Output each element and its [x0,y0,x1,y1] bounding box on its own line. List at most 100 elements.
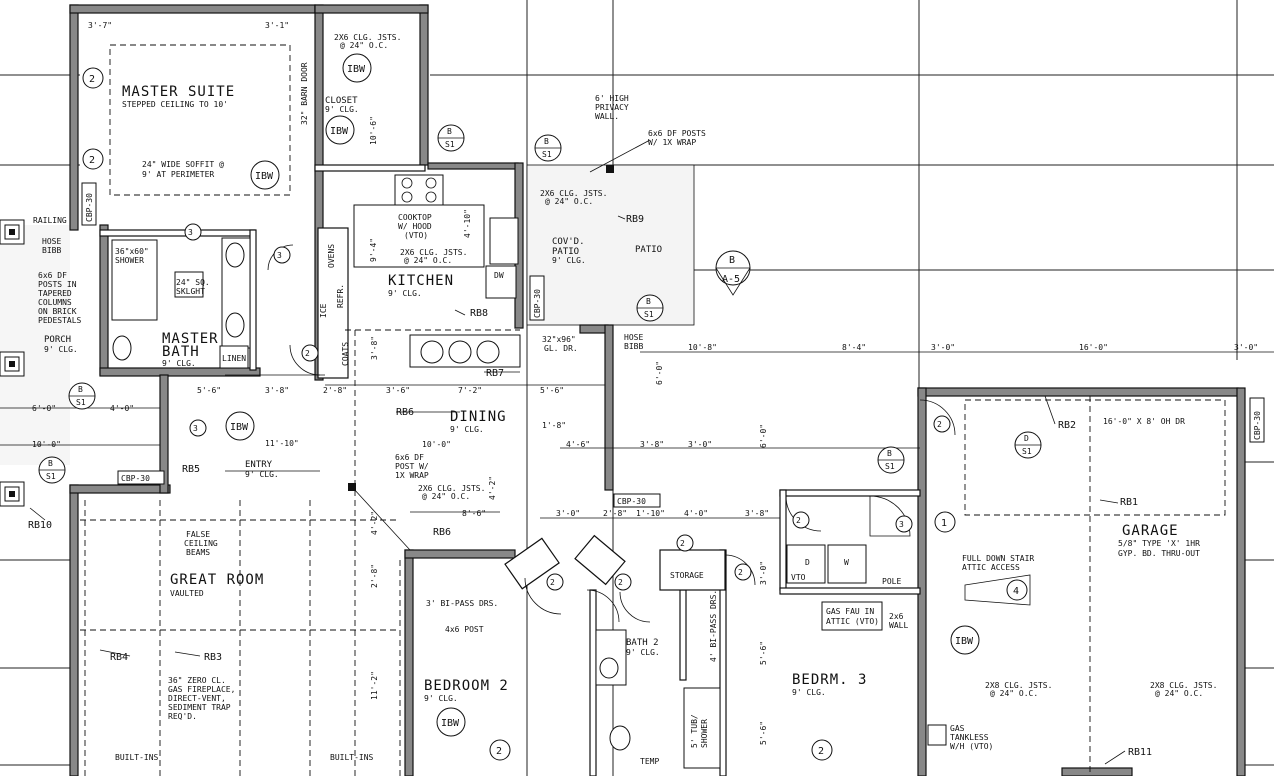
svg-text:3: 3 [188,228,193,237]
svg-text:S1: S1 [542,150,552,159]
dim-label: 16'-0" [1079,343,1108,352]
dim-label: 10'-0" [32,440,61,449]
dim-label: 3'-8" [745,509,769,518]
dim-label: 2'-8" [603,509,627,518]
dim-label: 5'-6" [197,386,221,395]
posts-note: ON BRICK [38,307,77,316]
dim-label: 5'-6" [759,721,768,745]
ibw-tag: IBW [250,160,280,190]
pole-label: POLE [882,577,901,586]
dim-label: 4'-2" [488,476,497,500]
dim-label: 9'-4" [369,238,378,262]
dim-label: 1'-10" [636,509,665,518]
door-tag: 2 [933,415,951,433]
svg-text:S1: S1 [644,310,654,319]
svg-text:3: 3 [899,520,904,529]
dim-label: 3'-0" [1234,343,1258,352]
dining-clg: 9' CLG. [450,425,484,434]
master-bath-title: MASTER [162,331,219,347]
builtins-label: BUILT-INS [330,753,374,762]
ibw-tag: IBW [950,625,980,655]
svg-text:1: 1 [941,518,947,529]
fireplace-note-3: DIRECT-VENT, [168,694,226,703]
svg-text:B: B [48,459,53,468]
vto-label: VTO [791,573,806,582]
closet-clg: 9' CLG. [325,105,359,114]
leader-lines [29,139,1126,765]
svg-text:S1: S1 [46,472,56,481]
ibw-tag: IBW [436,707,466,737]
beam-rb6b: RB6 [433,527,451,538]
wall-type-tag: 2 [82,67,104,89]
garage-note-2: GYP. BD. THRU-OUT [1118,549,1200,558]
tub-label: 5' TUB/ [690,714,699,748]
dim-label: 4'-0" [684,509,708,518]
shower-label: SHOWER [115,256,144,265]
ibw-tag: IBW [342,53,372,83]
entry-clg: 9' CLG. [245,470,279,479]
posts-note: POSTS IN [38,280,77,289]
skylight-label: SKLGHT [176,287,205,296]
cbp-label: CBP-30 [121,474,150,483]
section-marker-b-s1: BS1 [877,446,905,474]
covd-patio-title: COV'D. [552,237,585,247]
door-tag: 3 [184,223,202,241]
dim-label: 5'-6" [540,386,564,395]
porch-clg: 9' CLG. [44,345,78,354]
temp-label: TEMP [640,757,659,766]
section-marker-b-s1: BS1 [68,382,96,410]
covd-patio-title-2: PATIO [552,247,579,257]
master-suite-title: MASTER SUITE [122,84,235,100]
svg-text:D: D [1024,434,1029,443]
svg-text:2: 2 [550,578,555,587]
wall-type-tag: 2 [489,739,511,761]
entry-title: ENTRY [245,460,273,470]
svg-text:2: 2 [305,349,310,358]
bedrm3-title: BEDRM. 3 [792,672,867,688]
wall-type-tag: 2 [811,739,833,761]
soffit-note-1: 24" WIDE SOFFIT @ [142,160,224,169]
great-room-title: GREAT ROOM [170,572,264,588]
section-marker-d-s1: DS1 [1014,431,1042,459]
skylight [174,271,204,298]
kitchen-clg: 9' CLG. [388,289,422,298]
dim-label: 11'-10" [265,439,299,448]
svg-text:S1: S1 [76,398,86,407]
posts-note: TAPERED [38,289,72,298]
dim-label: 2'-8" [370,564,379,588]
bedroom2-title: BEDROOM 2 [424,678,509,694]
joist-note: 2X6 CLG. JSTS. [540,189,607,198]
ice-label: ICE [319,303,328,318]
tankless-note-3: W/H (VTO) [950,742,993,751]
wall-type-tag: 1 [934,511,956,533]
glass-door-size: 32"x96" [542,335,576,344]
cbp-labels: CBP-30 CBP-30 CBP-30 CBP-30 CBP-30 [81,182,1265,508]
door-tag: 2 [734,563,752,581]
wall-note-2: WALL [889,621,908,630]
cooktop [394,174,444,206]
door-swings [267,244,956,623]
covd-patio-clg: 9' CLG. [552,256,586,265]
dim-label: 10'-8" [688,343,717,352]
joist-note: 2X8 CLG. JSTS. [1150,681,1217,690]
svg-text:IBW: IBW [330,126,349,137]
privacy-wall-2: PRIVACY [595,103,629,112]
posts-note: 6x6 DF [38,271,67,280]
exterior-walls [69,4,1246,776]
svg-text:2: 2 [796,516,801,525]
svg-text:S1: S1 [885,462,895,471]
svg-text:B: B [447,127,452,136]
post-4x6-note: 4x6 POST [445,625,484,634]
posts-note: PEDESTALS [38,316,82,325]
hose-bibb: HOSE [42,237,61,246]
privacy-wall-3: WALL. [595,112,619,121]
posts-note: COLUMNS [38,298,72,307]
joist-spacing: @ 24" O.C. [404,256,452,265]
svg-text:S1: S1 [445,140,455,149]
svg-text:3: 3 [277,251,282,260]
post-note-1: 6x6 DF [395,453,424,462]
dim-label: 3'-0" [759,561,768,585]
brick-pedestals [0,165,614,507]
gas-fau-note-2: ATTIC (VTO) [826,617,879,626]
cbp-label: CBP-30 [617,497,646,506]
